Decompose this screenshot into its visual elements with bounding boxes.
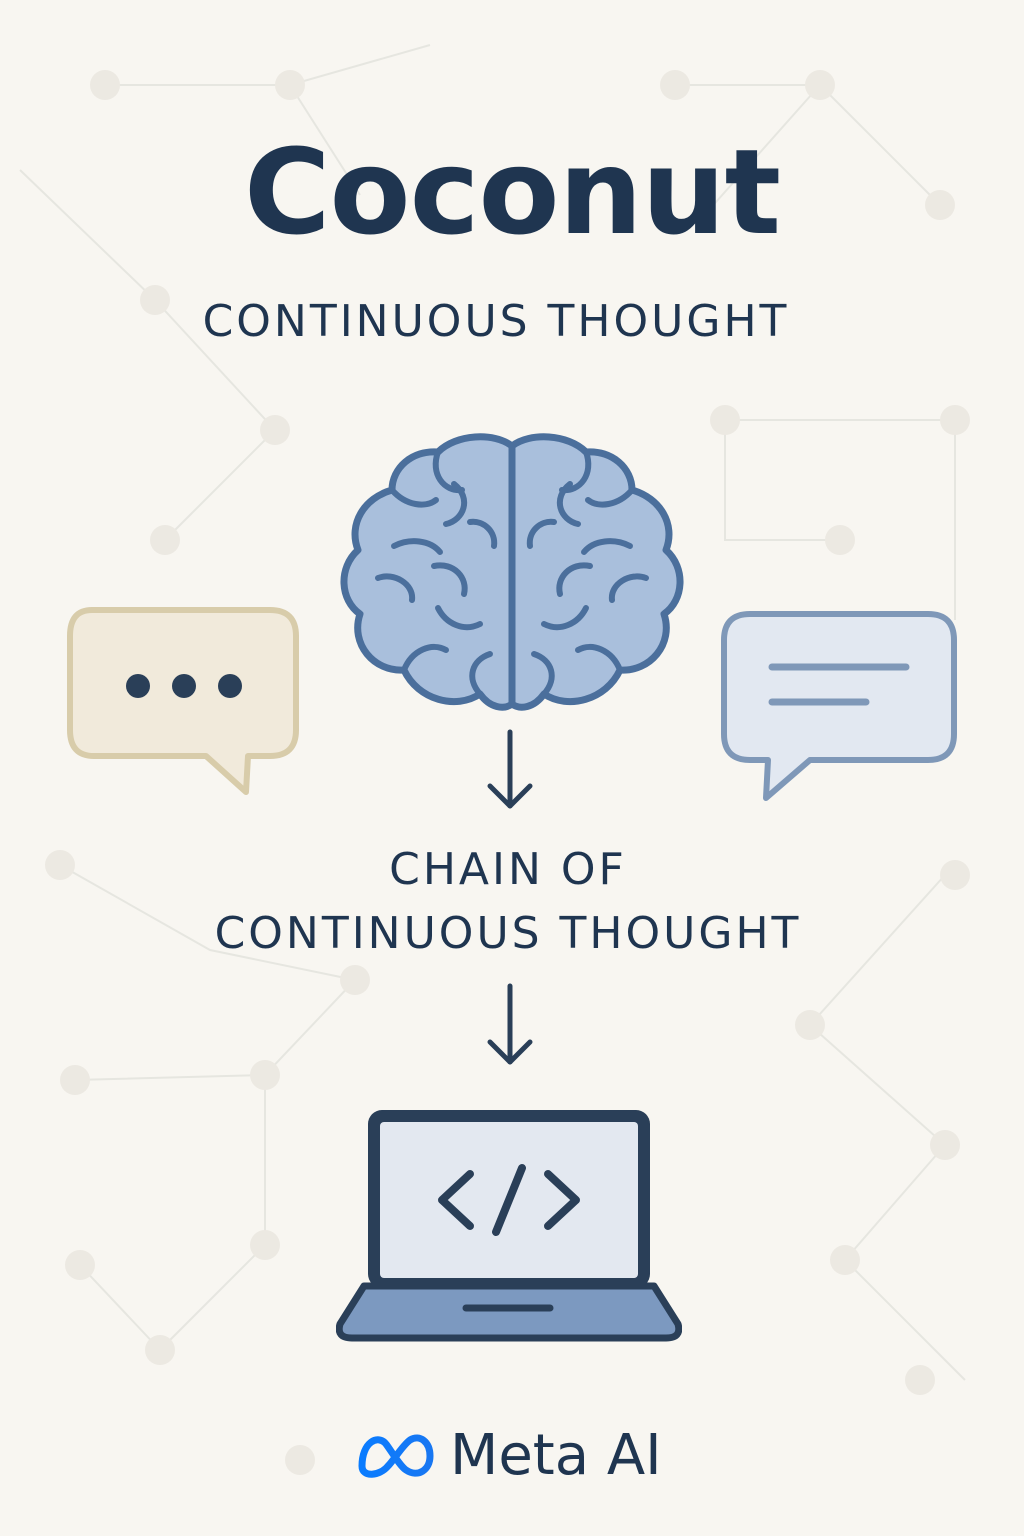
chain-of-continuous-thought-label: CHAIN OF CONTINUOUS THOUGHT	[0, 838, 1016, 966]
speech-bubble-lines-icon	[721, 611, 957, 801]
speech-bubble-dots-icon	[67, 607, 299, 795]
arrow-down-icon	[487, 729, 533, 809]
laptop-code-icon	[336, 1110, 682, 1342]
page-subtitle: CONTINUOUS THOUGHT	[202, 296, 790, 347]
step-label-line1: CHAIN OF	[389, 844, 627, 895]
brand: Meta AI	[356, 1420, 662, 1490]
brain-icon	[340, 433, 684, 711]
step-label-line2: CONTINUOUS THOUGHT	[214, 907, 802, 959]
page-title: Coconut	[243, 123, 781, 261]
brand-name: Meta AI	[450, 1422, 662, 1488]
meta-infinity-logo-icon	[358, 1434, 434, 1478]
arrow-down-icon	[487, 983, 533, 1065]
